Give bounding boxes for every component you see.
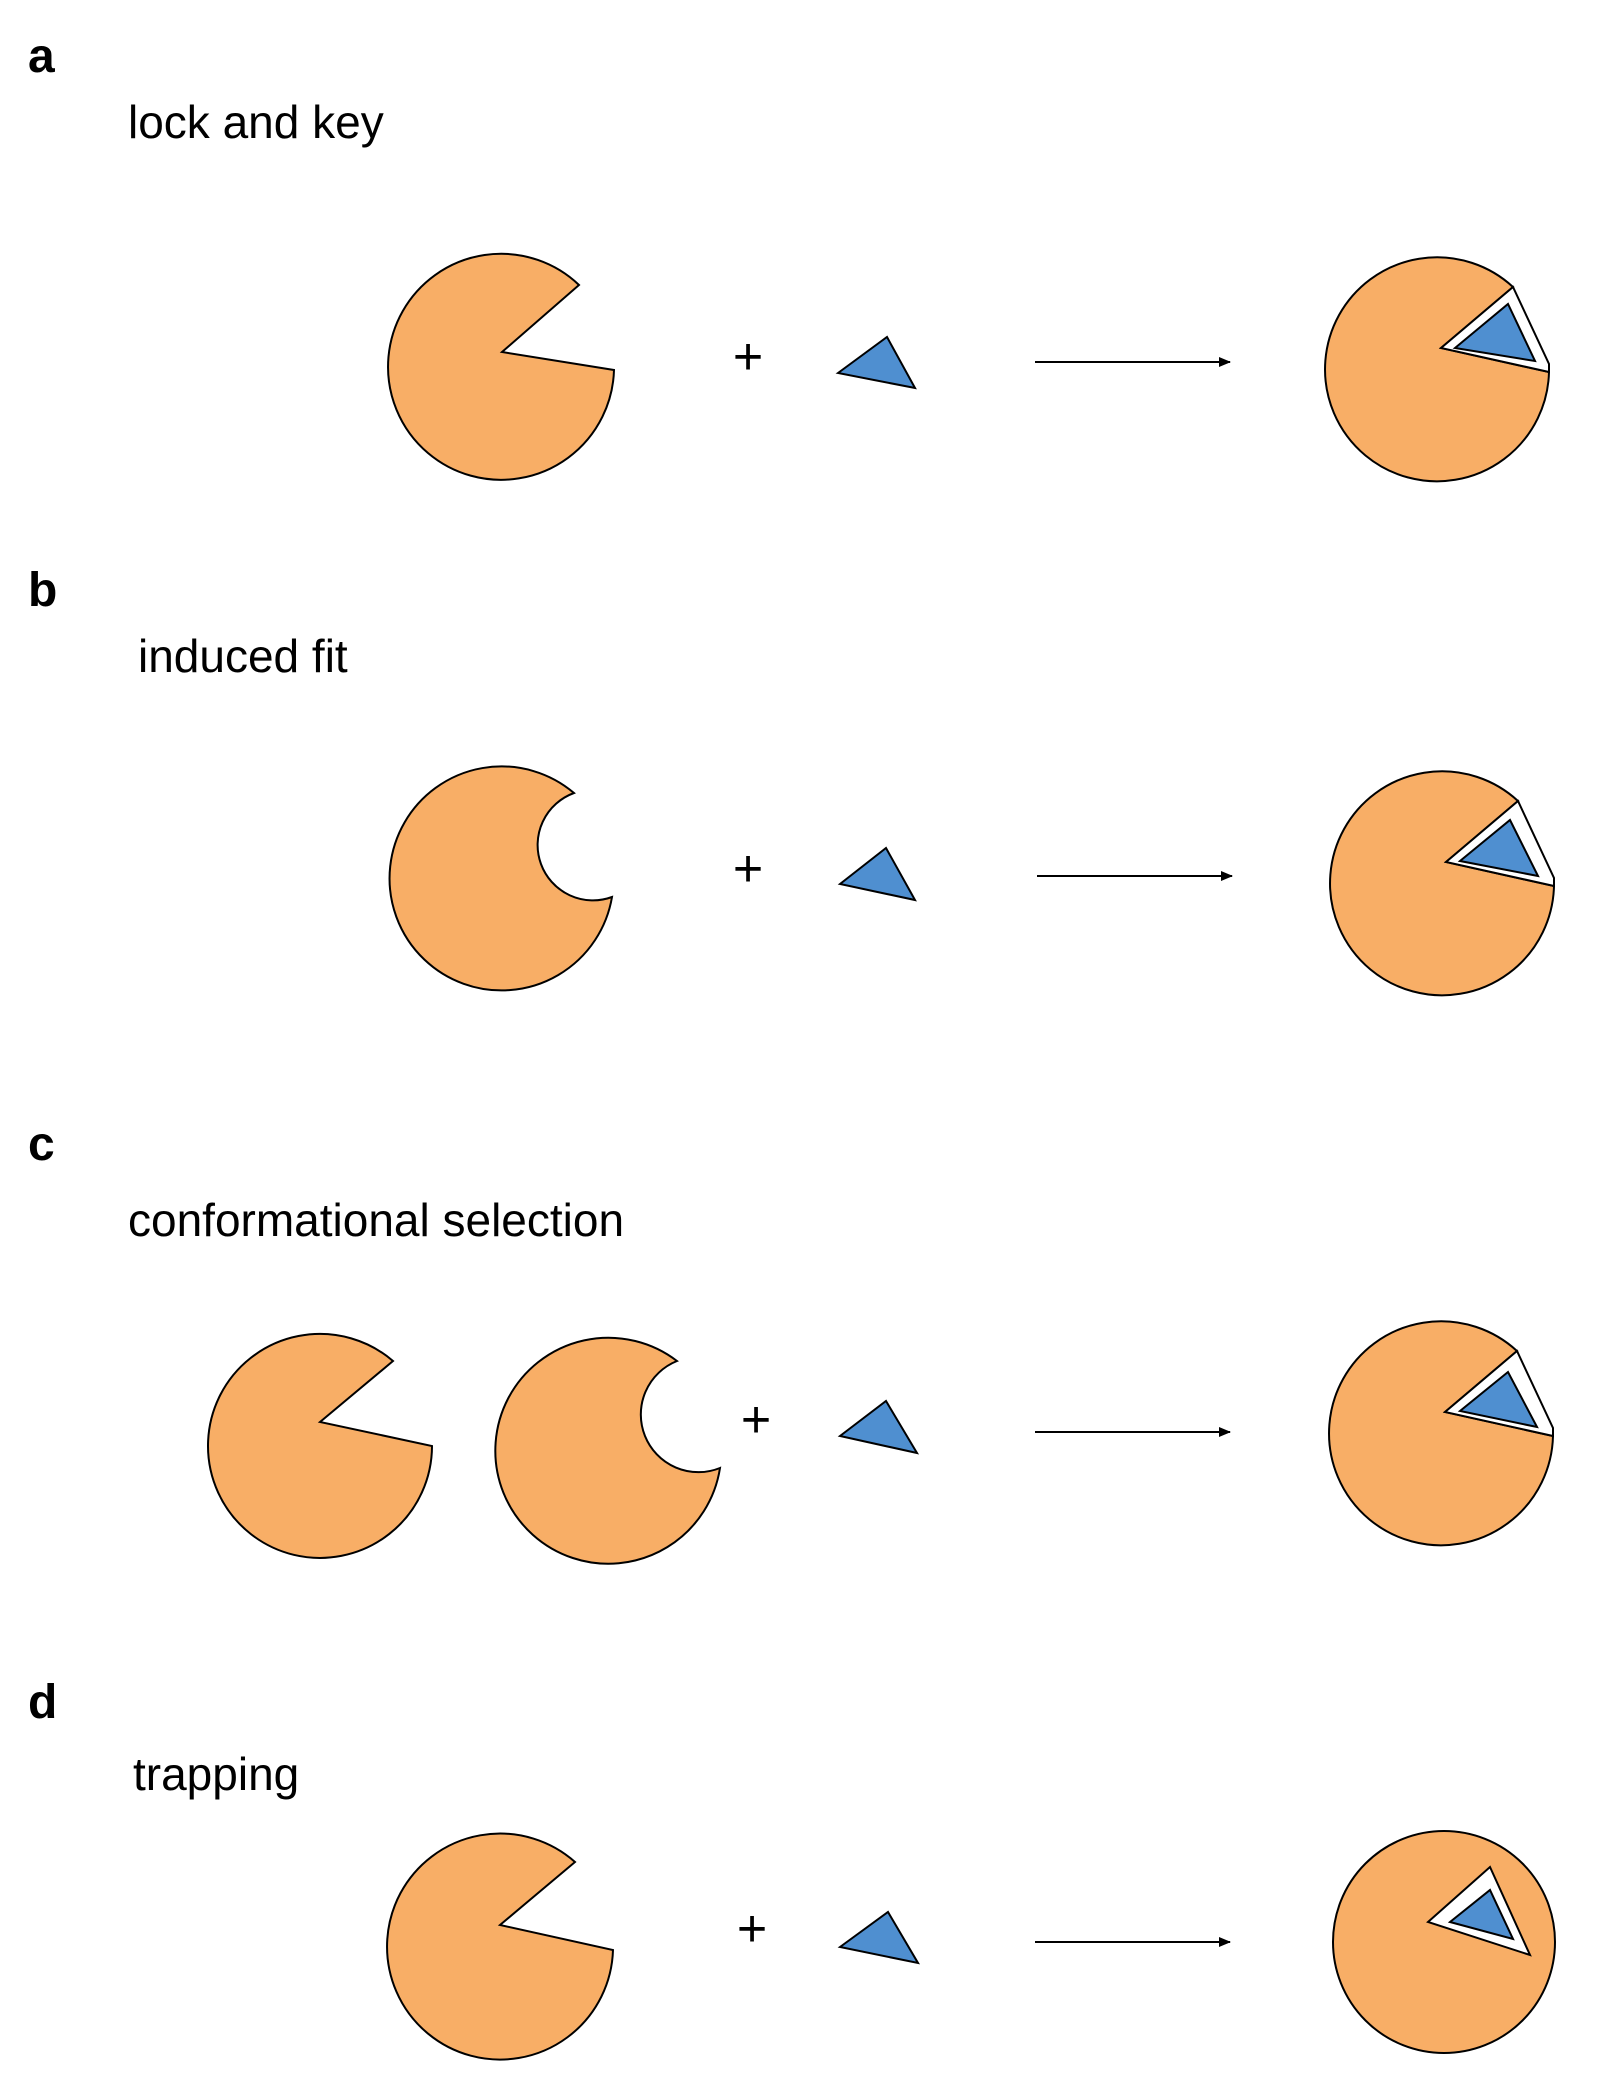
receptor-curved-pocket [388, 765, 614, 992]
ligand-triangle [835, 335, 917, 390]
ligand-triangle [837, 1399, 920, 1455]
ligand-bound [1457, 818, 1540, 878]
receptor-ligand-complex [1332, 1830, 1556, 2054]
panel-letter-a: a [28, 30, 55, 83]
panel-b: b induced fit + [28, 564, 1556, 997]
ligand-trapped [1447, 1888, 1515, 1941]
receptor-ligand-complex [1329, 770, 1556, 997]
panel-letter-b: b [28, 564, 57, 617]
ligand-triangle [837, 1910, 921, 1965]
ligand-bound [1457, 1370, 1539, 1429]
panel-letter-d: d [28, 1676, 57, 1729]
receptor-ligand-complex [1324, 256, 1551, 483]
receptor-bound [1328, 1320, 1555, 1547]
panel-title-a: lock and key [128, 96, 384, 148]
receptor-open-wedge [387, 252, 616, 481]
panel-d: d trapping + [28, 1676, 1556, 2061]
panel-title-c: conformational selection [128, 1194, 624, 1246]
panel-title-d: trapping [133, 1748, 299, 1800]
plus-sign: + [733, 328, 763, 386]
receptor-open-wedge [207, 1332, 434, 1559]
panel-title-b: induced fit [138, 630, 348, 682]
ligand-bound [1452, 302, 1537, 363]
receptor-ligand-complex [1328, 1320, 1555, 1547]
receptor-bound [1324, 256, 1551, 483]
panel-a: a lock and key + [28, 30, 1551, 483]
panel-letter-c: c [28, 1118, 55, 1171]
receptor-curved-pocket [494, 1336, 722, 1565]
receptor-bound [1329, 770, 1556, 997]
plus-sign: + [737, 1900, 767, 1958]
panel-c: c conformational selection + [28, 1118, 1555, 1565]
ligand-triangle [837, 846, 917, 902]
plus-sign: + [733, 840, 763, 898]
plus-sign: + [741, 1391, 771, 1449]
receptor-open-wedge [386, 1832, 615, 2061]
